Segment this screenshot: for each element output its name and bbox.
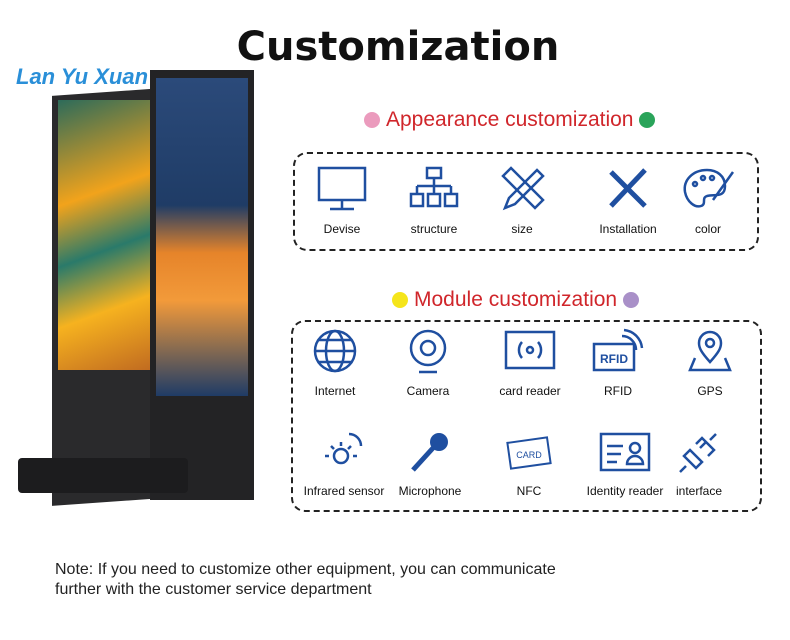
label: RFID [604, 384, 632, 398]
product-image [18, 70, 263, 510]
item-infrared-sensor: Infrared sensor [289, 430, 399, 498]
item-interface: interface [644, 430, 754, 498]
palette-icon [683, 168, 735, 208]
plug-icon [679, 433, 717, 473]
item-camera: Camera [373, 328, 483, 398]
camera-icon [409, 329, 447, 374]
globe-icon [313, 329, 357, 373]
card-reader-icon [504, 330, 556, 370]
label: size [511, 222, 533, 236]
item-gps: GPS [655, 328, 765, 398]
item-nfc: CARD NFC [474, 430, 584, 498]
card-icon-text: CARD [516, 450, 542, 460]
nfc-card-icon: CARD [506, 436, 552, 470]
purple-dot-icon [623, 292, 640, 308]
label: card reader [499, 384, 561, 398]
green-dot-icon [639, 112, 656, 128]
module-heading: Module customization [392, 288, 640, 312]
label: structure [410, 222, 458, 236]
label: color [694, 222, 721, 236]
map-pin-icon [688, 330, 732, 372]
module-box [291, 320, 762, 512]
item-structure: structure [379, 166, 489, 236]
label: interface [675, 484, 723, 498]
appearance-heading: Appearance customization [364, 108, 656, 132]
label: NFC [516, 484, 542, 498]
item-microphone: Microphone [375, 430, 485, 498]
label: Internet [314, 384, 356, 398]
label: Identity reader [586, 484, 664, 498]
item-installation: Installation [573, 166, 683, 236]
rfid-icon-text: RFID [600, 352, 628, 366]
label: Infrared sensor [303, 484, 385, 498]
item-devise: Devise [287, 166, 397, 236]
label: Devise [323, 222, 361, 236]
brand-logo: Lan Yu Xuan [16, 64, 149, 89]
label: Microphone [398, 484, 462, 498]
microphone-icon [411, 433, 448, 472]
item-rfid: RFID RFID [563, 328, 673, 398]
ruler-pencil-icon [501, 166, 545, 211]
item-size: size [467, 166, 577, 236]
tools-icon [609, 168, 647, 208]
item-identity-reader: Identity reader [570, 430, 680, 498]
item-internet: Internet [280, 328, 390, 398]
page-title: Customization [236, 24, 560, 70]
item-color: color [653, 166, 763, 236]
infrared-sensor-icon [325, 432, 363, 465]
label: Installation [599, 222, 657, 236]
yellow-dot-icon [392, 292, 408, 308]
item-card-reader: card reader [475, 328, 585, 398]
label: Camera [406, 384, 450, 398]
pink-dot-icon [364, 112, 380, 128]
appearance-box [293, 152, 759, 251]
note-text: Note: If you need to customize other equ… [55, 561, 556, 598]
module-heading-text: Module customization [414, 288, 618, 311]
appearance-heading-text: Appearance customization [386, 108, 634, 131]
structure-icon [409, 166, 459, 208]
rfid-icon: RFID [592, 328, 644, 372]
id-card-icon [599, 432, 651, 472]
label: GPS [697, 384, 723, 398]
monitor-icon [317, 166, 367, 211]
